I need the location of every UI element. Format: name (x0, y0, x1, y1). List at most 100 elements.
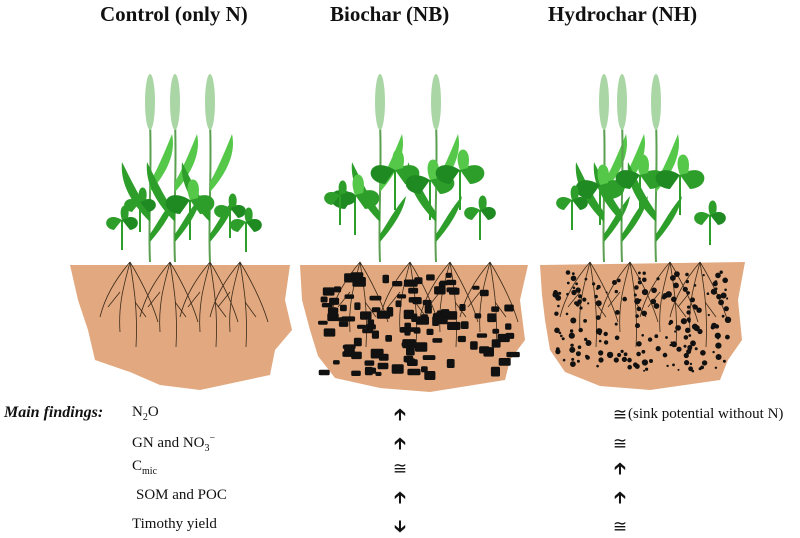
hydrochar-particle (725, 317, 728, 320)
hydrochar-particle (579, 306, 583, 310)
hydrochar-particle (684, 360, 690, 366)
hydrochar-particle (714, 366, 718, 369)
biochar-panel-title: Biochar (NB) (330, 2, 450, 26)
finding-label: SOM and POC (136, 487, 227, 503)
hydrochar-particle (627, 357, 632, 363)
hydrochar-particle (570, 343, 574, 347)
hydrochar-soil (540, 262, 745, 390)
hydrochar-particle (574, 301, 578, 305)
hydrochar-particle (726, 297, 729, 300)
hydrochar-particle (693, 304, 698, 310)
hydrochar-particle (702, 274, 705, 277)
hydrochar-particle (722, 277, 728, 284)
hydrochar-particle (714, 332, 721, 339)
biochar-particle (498, 358, 511, 366)
hydrochar-particle (694, 347, 698, 351)
hydrochar-particle (700, 350, 706, 356)
hydrochar-particle (560, 334, 563, 338)
biochar-particle (351, 370, 361, 376)
hydrochar-particle (615, 310, 620, 315)
hydrochar-particle (570, 317, 577, 324)
biochar-particles (318, 272, 520, 380)
hydrochar-particle (595, 328, 603, 335)
biochar-effect-up: 🡱 (393, 405, 407, 424)
biochar-particle (422, 299, 432, 306)
hydrochar-particle (662, 352, 668, 358)
hydrochar-particle (565, 312, 569, 316)
hydrochar-particle (712, 350, 715, 354)
biochar-particle (506, 351, 520, 358)
hydrochar-plants (555, 73, 727, 263)
hydrochar-particle (638, 277, 641, 280)
hydrochar-effect-up: 🡱 (613, 488, 627, 507)
biochar-particle (432, 316, 439, 326)
hydrochar-particle (686, 291, 690, 295)
hydrochar-particle (706, 292, 710, 296)
hydrochar-particle (598, 339, 602, 343)
hydrochar-particle (571, 272, 575, 275)
hydrochar-particle (665, 336, 668, 339)
hydrochar-particle (637, 280, 642, 285)
hydrochar-particle (641, 289, 649, 296)
hydrochar-particle (565, 270, 571, 275)
biochar-particle (415, 316, 429, 325)
hydrochar-particle (569, 329, 574, 333)
hydrochar-particle (576, 359, 580, 363)
biochar-particle (404, 326, 411, 336)
hydrochar-particle (688, 366, 693, 372)
hydrochar-particle (620, 349, 624, 353)
hydrochar-particle (687, 305, 691, 309)
hydrochar-particle (622, 296, 627, 302)
biochar-particle (371, 330, 379, 339)
hydrochar-particle (555, 349, 561, 355)
hydrochar-particle (595, 315, 601, 320)
hydrochar-particle (720, 292, 727, 299)
biochar-effect-up: 🡱 (393, 488, 407, 507)
control-plants (105, 73, 263, 263)
hydrochar-particle (677, 368, 680, 371)
hydrochar-particle (653, 303, 660, 309)
hydrochar-particle (584, 337, 588, 342)
hydrochar-particle (594, 294, 598, 299)
finding-label: Cmic (132, 458, 158, 477)
hydrochar-particle (686, 317, 691, 322)
hydrochar-effect-up: 🡱 (613, 459, 627, 478)
biochar-particle (472, 285, 480, 290)
biochar-particle (491, 306, 500, 312)
hydrochar-particle (686, 310, 691, 315)
hydrochar-particle (722, 359, 726, 363)
hydrochar-particle (584, 277, 588, 281)
hydrochar-particle (561, 337, 565, 341)
biochar-particle (353, 337, 362, 347)
hydrochar-particle (647, 337, 653, 342)
hydrochar-particle (562, 358, 566, 362)
biochar-particle (338, 317, 351, 322)
biochar-particle (487, 313, 497, 323)
hydrochar-particle (714, 324, 720, 329)
biochar-particle (408, 297, 421, 303)
hydrochar-particle (673, 282, 679, 289)
hydrochar-particle (676, 346, 682, 352)
biochar-particle (441, 311, 455, 317)
hydrochar-particle (558, 291, 562, 295)
hydrochar-particle (654, 334, 659, 339)
hydrochar-particle (671, 341, 677, 348)
hydrochar-particle (683, 352, 689, 359)
hydrochar-particle (555, 295, 562, 301)
biochar-particle (338, 321, 349, 327)
biochar-particle (401, 342, 414, 347)
biochar-particle (362, 328, 374, 334)
hydrochar-particle (605, 291, 608, 294)
hydrochar-particle (685, 279, 689, 284)
hydrochar-particle (621, 356, 628, 362)
hydrochar-particle (693, 284, 697, 287)
biochar-particle (405, 358, 416, 363)
biochar-particle (424, 371, 436, 380)
biochar-particle (460, 321, 469, 329)
biochar-particle (446, 359, 455, 368)
biochar-particle (377, 362, 389, 370)
hydrochar-particle (598, 350, 604, 356)
biochar-particle (378, 353, 389, 361)
hydrochar-particle (696, 307, 702, 313)
biochar-particle (357, 324, 366, 329)
